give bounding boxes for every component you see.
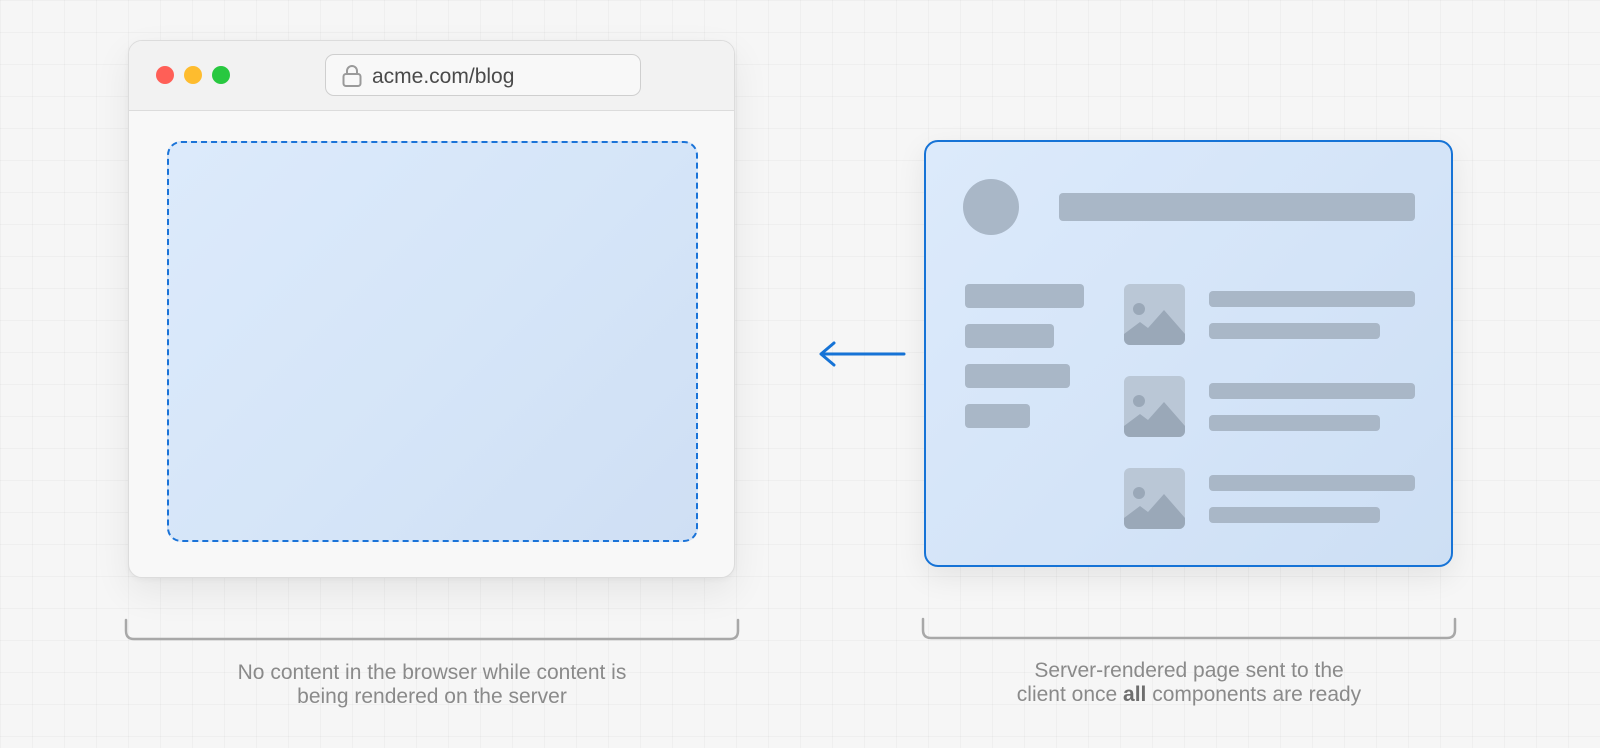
list-title-skeleton xyxy=(1209,475,1415,491)
image-icon xyxy=(1124,376,1185,437)
list-text-skeleton xyxy=(1209,323,1380,339)
url-text: acme.com/blog xyxy=(372,65,515,88)
right-caption-text: client once xyxy=(1016,683,1124,706)
left-caption: No content in the browser while content … xyxy=(132,661,732,709)
address-bar[interactable]: acme.com/blog xyxy=(325,54,641,96)
close-window-dot[interactable] xyxy=(156,66,174,84)
list-title-skeleton xyxy=(1209,383,1415,399)
nav-skeleton xyxy=(965,284,1084,308)
image-icon xyxy=(1124,468,1185,529)
left-bracket xyxy=(124,618,740,641)
left-caption-line2: being rendered on the server xyxy=(297,685,567,708)
right-caption-line1: Server-rendered page sent to the xyxy=(1034,659,1344,682)
empty-content-placeholder xyxy=(167,141,698,542)
server-rendered-page xyxy=(924,140,1453,567)
list-text-skeleton xyxy=(1209,507,1380,523)
list-title-skeleton xyxy=(1209,291,1415,307)
right-caption: Server-rendered page sent to the client … xyxy=(929,659,1449,707)
nav-skeleton xyxy=(965,364,1070,388)
lock-icon xyxy=(341,64,363,93)
maximize-window-dot[interactable] xyxy=(212,66,230,84)
right-caption-text: components are ready xyxy=(1146,683,1362,706)
right-bracket xyxy=(921,617,1457,640)
list-text-skeleton xyxy=(1209,415,1380,431)
header-skeleton xyxy=(1059,193,1415,221)
arrow-left-icon xyxy=(819,341,906,367)
right-caption-emphasis: all xyxy=(1123,683,1147,706)
nav-skeleton xyxy=(965,324,1054,348)
right-caption-line2: client once all components are ready xyxy=(929,683,1449,707)
avatar-skeleton xyxy=(963,179,1019,235)
browser-window: acme.com/blog xyxy=(128,40,735,578)
nav-skeleton xyxy=(965,404,1030,428)
minimize-window-dot[interactable] xyxy=(184,66,202,84)
left-caption-line1: No content in the browser while content … xyxy=(237,661,627,684)
image-icon xyxy=(1124,284,1185,345)
browser-toolbar: acme.com/blog xyxy=(129,41,734,111)
